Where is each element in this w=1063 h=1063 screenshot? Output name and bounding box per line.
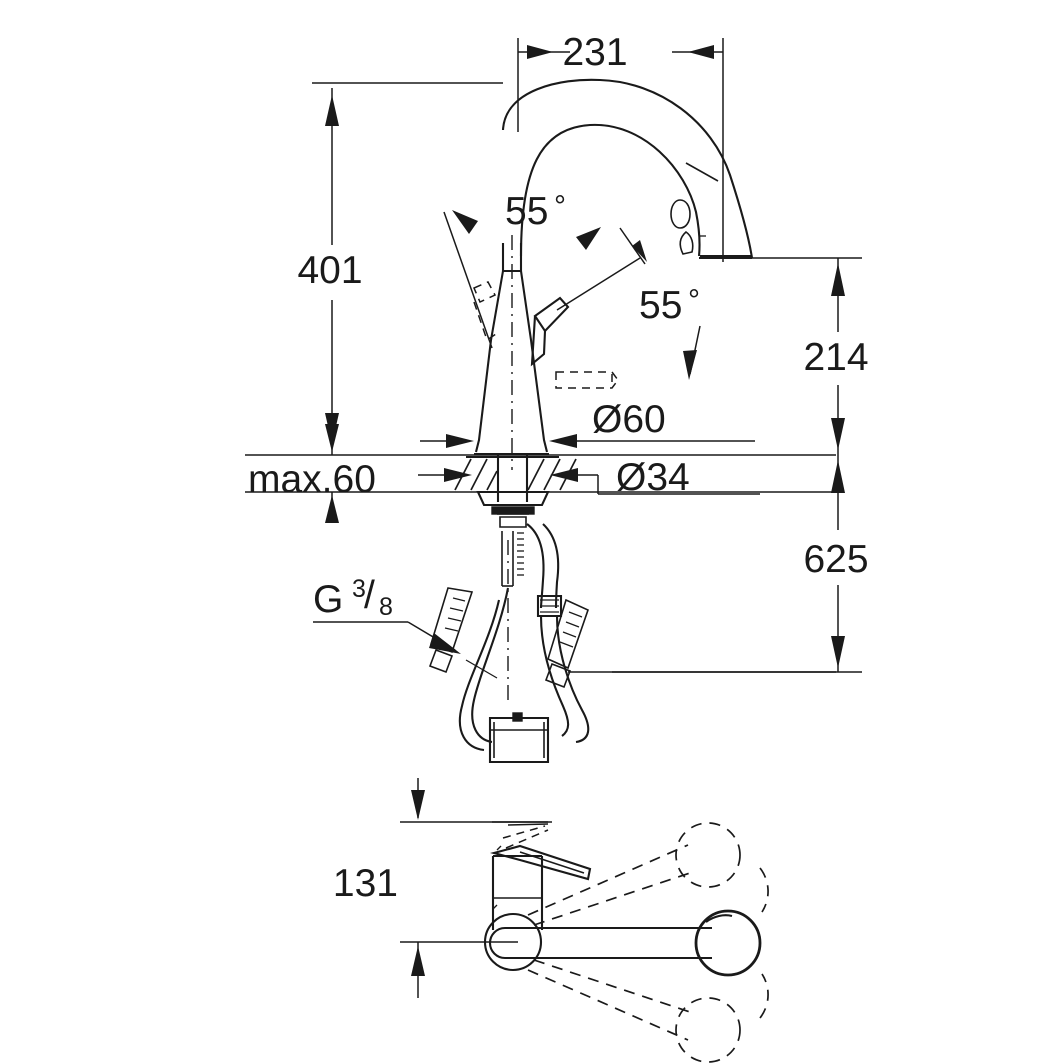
angle-label-55-left: 55 [505,190,548,233]
lever-handle-ghost-horizontal [555,371,619,389]
dimension-label-131: 131 [333,862,398,905]
dimension-231-reach: 231 [517,31,724,262]
pullout-hose-assembly [458,523,590,764]
plan-view-faucet [483,821,769,1063]
dimension-131-plan: 131 [333,778,552,998]
connection-tail-right [544,598,589,689]
thread-label-denominator: 8 [379,593,393,621]
dimension-label-dia60: Ø60 [592,398,666,441]
thread-label-numerator: 3 [352,575,366,603]
dimension-label-625: 625 [803,538,868,581]
faucet-spout-body [501,78,754,260]
thread-label-g: G [313,578,343,621]
connection-tail-left [428,587,498,679]
dimension-label-max60: max.60 [248,458,376,501]
thread-label-slash: / [364,574,375,617]
hose-braid-texture [517,532,524,576]
dimension-label-dia34: Ø34 [616,456,690,499]
dimension-dia34: Ø34 [418,456,760,499]
angle-unit-right: ° [688,284,700,317]
angle-unit-left: ° [554,190,566,223]
dimension-label-401: 401 [297,249,362,292]
dimension-401-height: 401 [297,82,503,448]
dimension-max60-deck: max.60 [248,424,376,523]
thread-callout-g38: G 3 / 8 [313,574,836,689]
angle-55-right: 55 ° [556,227,701,380]
angle-label-55-right: 55 [639,284,682,327]
lever-handle-ghost-up-left [473,281,497,342]
dimension-label-214: 214 [803,336,868,379]
lever-handle-closed [530,296,570,367]
faucet-column-body [474,235,549,470]
dimension-dia60: Ø60 [420,398,755,448]
plan-swivel-ghost-up [527,822,741,926]
connector-ribs [540,599,559,613]
plan-swivel-ghost-down [527,959,741,1063]
angle-55-left: 55 ° [443,190,566,349]
dimension-label-231: 231 [562,31,627,74]
